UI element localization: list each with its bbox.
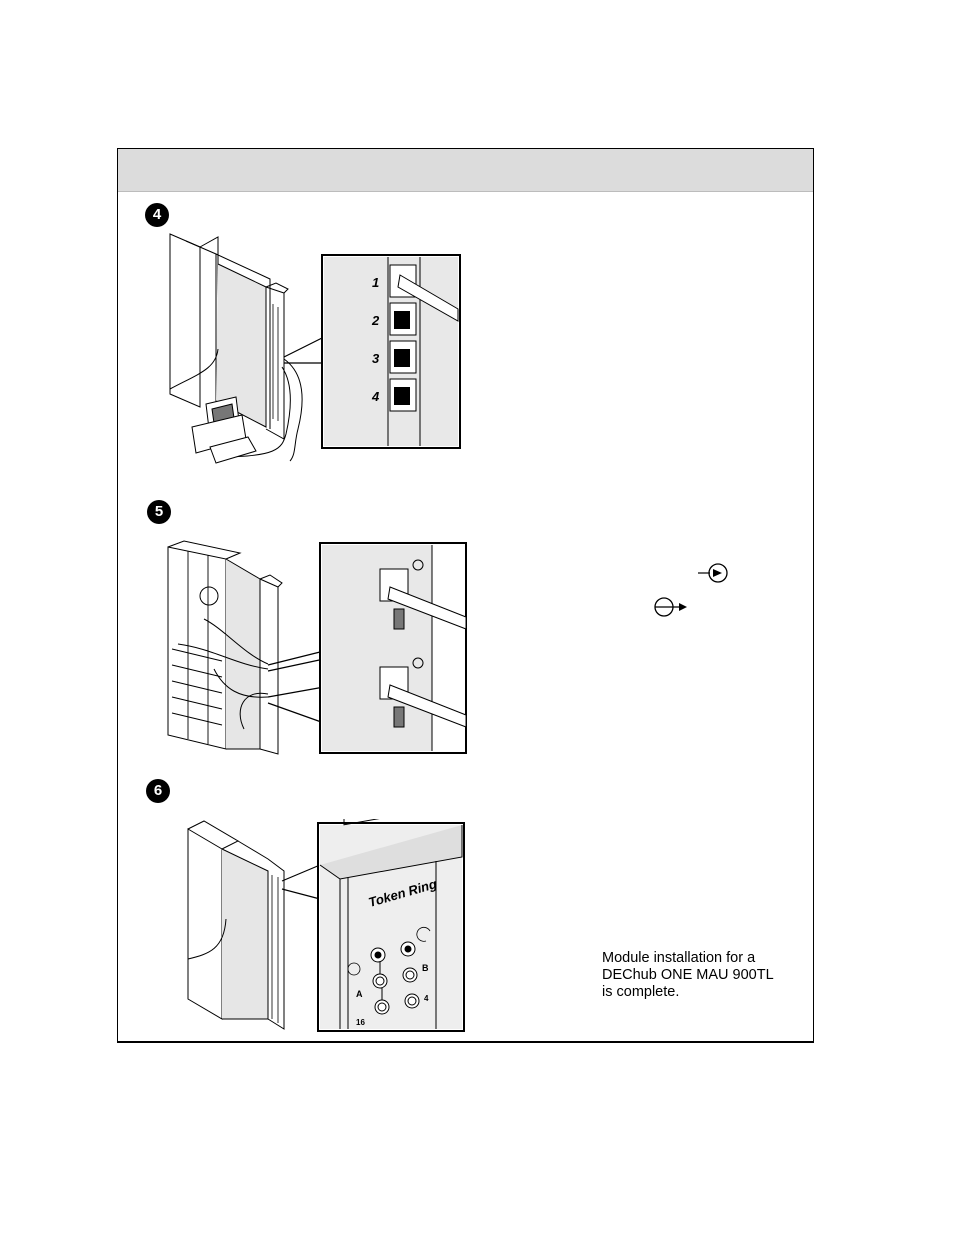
port-label-1: 1 — [372, 275, 379, 290]
step-5-badge: 5 — [147, 500, 171, 524]
step-4-badge: 4 — [145, 203, 169, 227]
port-label-2: 2 — [371, 313, 380, 328]
indicator-label-b: B — [422, 963, 429, 973]
led-indicator-icon — [347, 927, 431, 1015]
panel-header — [118, 149, 813, 192]
installation-panel: 4 — [117, 148, 814, 1043]
step-6-illustration: Token Ring B A 4 16 — [187, 819, 465, 1032]
step-5-illustration — [167, 540, 467, 755]
step-6-badge: 6 — [146, 779, 170, 803]
indicator-label-16: 16 — [356, 1018, 365, 1027]
hub-chassis — [187, 828, 223, 1020]
rx-arrow-icon — [654, 597, 687, 617]
tx-arrow-icon — [698, 563, 728, 583]
port-label-3: 3 — [372, 351, 380, 366]
step-4-illustration: 1 2 3 4 — [169, 233, 461, 464]
indicator-label-4: 4 — [424, 994, 429, 1003]
indicator-label-a: A — [356, 989, 363, 999]
completion-note: Module installation for a DEChub ONE MAU… — [602, 950, 774, 1000]
port-label-4: 4 — [371, 389, 380, 404]
